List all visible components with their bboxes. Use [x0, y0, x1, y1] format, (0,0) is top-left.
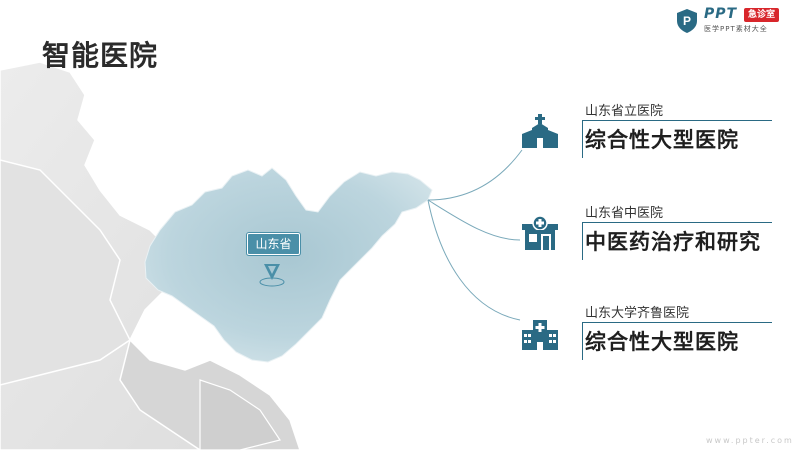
divider-vline: [582, 222, 583, 260]
neighbor-region-west: [0, 159, 131, 386]
logo-brand-text: PPT: [704, 6, 738, 22]
hospital-description: 综合性大型医院: [585, 128, 739, 152]
location-marker-icon: [259, 264, 285, 287]
connector-line-1: [427, 149, 523, 201]
hospital-name: 山东省立医院: [585, 104, 664, 119]
logo-subtitle: 医学PPT素材大全: [704, 25, 768, 33]
divider-line: [582, 322, 772, 323]
hospital-description: 中医药治疗和研究: [585, 230, 761, 254]
watermark: www.ppter.com: [706, 436, 794, 445]
divider-vline: [582, 322, 583, 360]
hospital-name: 山东大学齐鲁医院: [585, 306, 690, 321]
province-label[interactable]: 山东省: [247, 233, 300, 255]
connector-line-3: [427, 199, 521, 321]
connector-line-2: [427, 199, 521, 241]
brand-logo: P PPT 急诊室 医学PPT素材大全: [676, 6, 796, 38]
hospital-item-3[interactable]: 山东大学齐鲁医院 综合性大型医院: [520, 302, 780, 362]
shield-icon: P: [677, 9, 697, 33]
page-title: 智能医院: [42, 39, 159, 72]
hospital-name: 山东省中医院: [585, 206, 664, 221]
neighbor-region-east: [199, 379, 281, 450]
svg-text:P: P: [683, 14, 691, 28]
logo-badge: 急诊室: [744, 8, 780, 22]
hospital-item-2[interactable]: 山东省中医院 中医药治疗和研究: [520, 202, 780, 262]
divider-vline: [582, 120, 583, 158]
divider-line: [582, 120, 772, 121]
church-hospital-icon: [522, 114, 558, 148]
shandong-province-map: [144, 167, 433, 363]
hospital-description: 综合性大型医院: [585, 330, 739, 354]
hospital-building-icon: [522, 320, 558, 350]
divider-line: [582, 222, 772, 223]
hospital-item-1[interactable]: 山东省立医院 综合性大型医院: [520, 100, 780, 160]
pharmacy-building-icon: [522, 215, 558, 250]
